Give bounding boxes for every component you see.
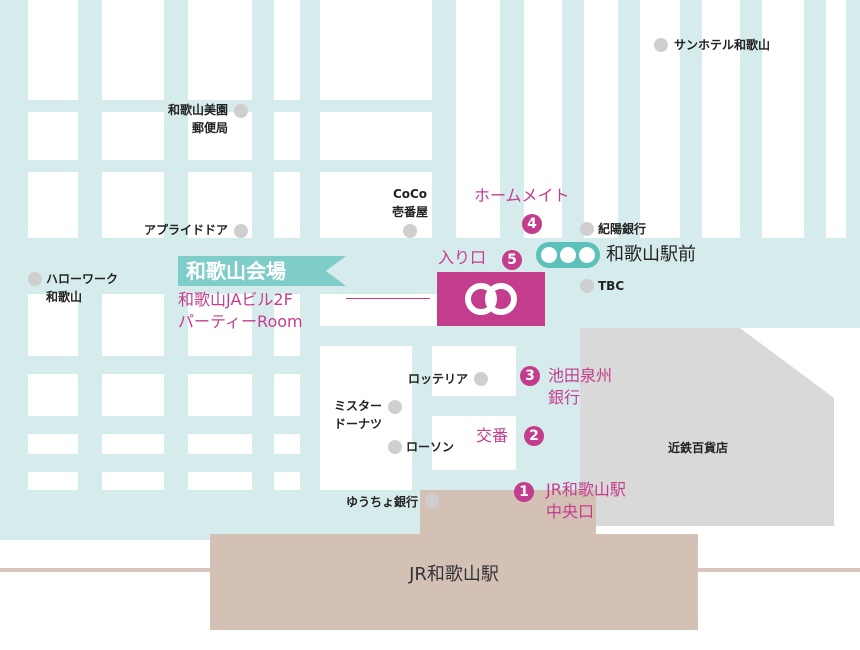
landmark-dot [425, 494, 439, 508]
venue-banner: 和歌山会場 [178, 256, 346, 286]
road [0, 160, 432, 172]
marker-5: 5 [502, 250, 522, 270]
post-office-label-line1: 和歌山美園 [167, 103, 228, 117]
landmark-dot [474, 372, 488, 386]
road [618, 0, 640, 240]
venue-name-line1: 和歌山JAビル2F [178, 290, 293, 309]
venue-building [437, 272, 545, 326]
road [0, 454, 300, 472]
marker-4-label: ホームメイト [474, 186, 570, 205]
road [412, 326, 432, 540]
venue-leader-line [346, 298, 430, 299]
coco-label-line1: CoCo [392, 187, 428, 201]
road [804, 0, 826, 240]
lotteria-label: ロッテリア [407, 372, 468, 386]
road [740, 0, 762, 240]
jr-station-building [210, 534, 698, 630]
marker-1-label-line2: 中央口 [546, 502, 595, 521]
misdo-label-line2: ドーナツ [333, 417, 382, 431]
sun-hotel-label: サンホテル和歌山 [674, 38, 771, 52]
marker-3-label-line1: 池田泉州 [548, 366, 613, 385]
landmark-dot [654, 38, 668, 52]
venue-name-line2: パーティーRoom [178, 312, 303, 331]
marker-2-label: 交番 [476, 426, 509, 445]
road [846, 0, 860, 240]
road [0, 416, 300, 434]
road [500, 0, 524, 240]
lawson-label: ローソン [406, 440, 455, 454]
road [0, 490, 420, 540]
marker-3-label-line2: 銀行 [548, 388, 581, 407]
landmark-dot [403, 224, 417, 238]
landmark-dot [234, 224, 248, 238]
road [0, 238, 860, 274]
marker-1-label-line1: JR和歌山駅 [546, 480, 626, 499]
kintetsu-label: 近鉄百貨店 [668, 441, 729, 455]
jr-station-label: JR和歌山駅 [409, 564, 499, 585]
bus-stop-icon [536, 242, 600, 268]
landmark-dot [388, 440, 402, 454]
yucho-bank-label: ゆうちょ銀行 [345, 495, 418, 509]
kintetsu-department-store [580, 328, 834, 526]
hello-work-label-line1: ハローワーク [46, 272, 119, 286]
marker-4: 4 [522, 214, 542, 234]
landmark-dot [580, 222, 594, 236]
landmark-dot [388, 400, 402, 414]
apply-door-label: アプライドドア [143, 223, 228, 237]
landmark-dot [580, 279, 594, 293]
road [432, 396, 516, 416]
marker-1: 1 [514, 482, 534, 502]
marker-2: 2 [524, 426, 544, 446]
misdo-label-line1: ミスター [333, 399, 382, 413]
coco-label-line2: 壱番屋 [391, 205, 428, 219]
tbc-label: TBC [598, 279, 625, 293]
road [0, 356, 300, 374]
road [432, 0, 456, 270]
road [680, 0, 702, 240]
road [432, 470, 580, 490]
post-office-label-line2: 郵便局 [191, 121, 228, 135]
landmark-dot [234, 104, 248, 118]
venue-logo-icon [465, 283, 517, 315]
kiyo-bank-label: 紀陽銀行 [598, 222, 647, 236]
bus-stop-label: 和歌山駅前 [606, 244, 696, 265]
road [0, 100, 432, 112]
road [320, 326, 580, 346]
jr-station-building [420, 490, 596, 534]
marker-3: 3 [520, 366, 540, 386]
landmark-dot [28, 272, 42, 286]
hello-work-label-line2: 和歌山 [46, 290, 83, 304]
marker-5-label: 入り口 [438, 248, 487, 267]
